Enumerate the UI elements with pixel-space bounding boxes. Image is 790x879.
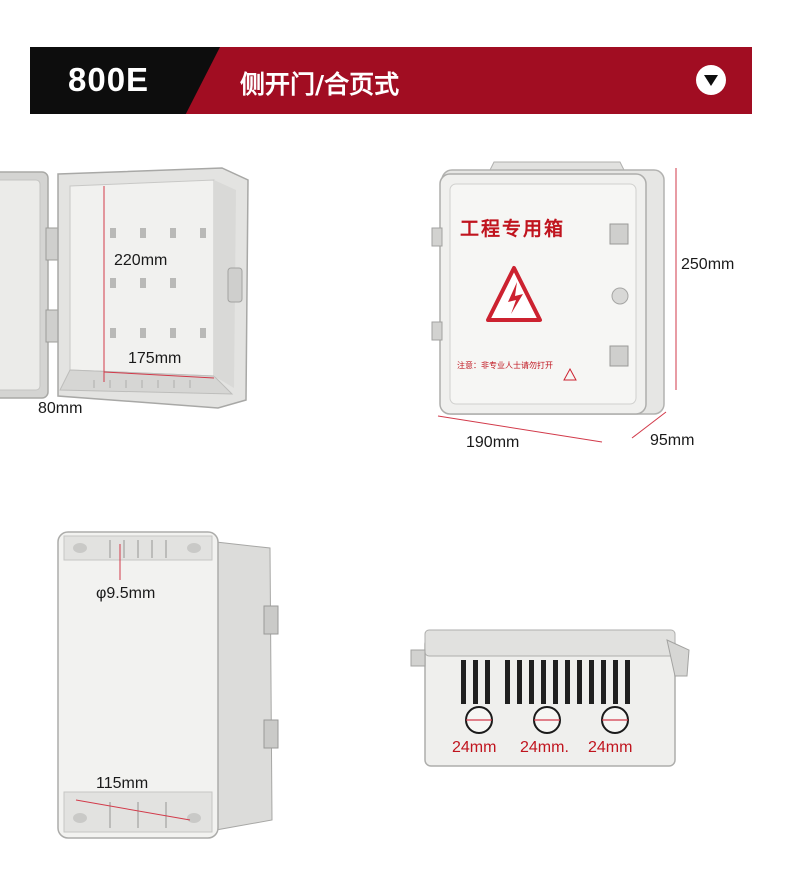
front-box-photo — [431, 161, 677, 443]
lid-notice: 注意：非专业人士请勿打开 — [457, 361, 553, 370]
open-box-height-label: 220mm — [114, 252, 168, 269]
model-number: 800E — [68, 61, 150, 98]
front-box-width-label: 190mm — [466, 434, 520, 451]
bottom-box-photo — [410, 629, 690, 767]
back-box-photo — [57, 531, 279, 839]
mount-spacing-label: 115mm — [96, 775, 149, 792]
lid-title: 工程专用箱 — [460, 218, 566, 240]
header-banner: 800E 侧开门/合页式 — [30, 47, 752, 114]
open-box-photo — [0, 167, 249, 409]
expand-down-icon[interactable] — [696, 65, 726, 95]
open-box-depth-label: 80mm — [38, 400, 83, 417]
knockout-label-1: 24mm — [452, 739, 497, 756]
front-box-depth-label: 95mm — [650, 432, 695, 449]
banner-model-block — [30, 47, 220, 114]
knockout-label-2: 24mm. — [520, 739, 569, 756]
open-box-width-label: 175mm — [128, 350, 182, 367]
mount-hole-label: φ9.5mm — [96, 585, 156, 602]
knockout-label-3: 24mm — [588, 739, 633, 756]
banner-title: 侧开门/合页式 — [240, 70, 400, 99]
front-box-height-label: 250mm — [681, 256, 735, 273]
